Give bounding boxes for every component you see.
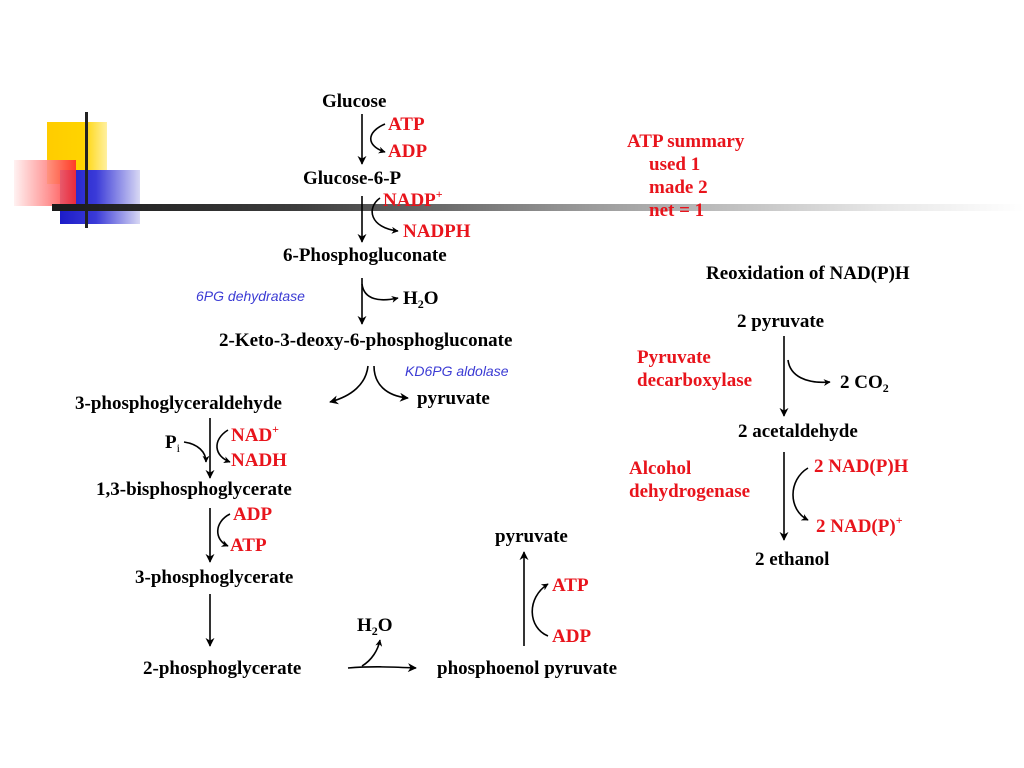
arrow-kdpg-g3p [329,365,369,405]
label-adp-2: ADP [233,504,273,525]
label-6-phosphogluconate: 6-Phosphogluconate [283,245,447,266]
decor-ornament [0,0,1024,240]
label-atp-2: ATP [230,535,267,556]
label-water-1: H2O [403,288,439,311]
label-2-pyruvate: 2 pyruvate [737,311,825,332]
decor-horizontal-line [52,204,1024,211]
label-nad-plus: NAD+ [231,422,280,446]
label-2-co2: 2 CO2 [840,372,889,395]
label-alcohol-dehydrogenase-line1: Alcohol [629,458,692,479]
label-1-3-bisphosphoglycerate: 1,3-bisphosphoglycerate [96,479,292,500]
label-2-nadph: 2 NAD(P)H [814,456,909,477]
label-2-nadp-plus: 2 NAD(P)+ [816,513,903,537]
label-adp-3: ADP [552,626,592,647]
curve-nad-nadh [216,429,231,464]
curve-nadp-nadph [371,197,399,234]
curve-adp-atp-2 [531,583,549,637]
label-adp-1: ADP [388,141,428,162]
curve-nadph-nadp [792,467,809,521]
label-2-ethanol: 2 ethanol [755,549,830,570]
label-enzyme-kd6pg-aldolase: KD6PG aldolase [405,363,509,379]
label-atp-1: ATP [388,114,425,135]
label-water-2: H2O [357,615,393,638]
label-enzyme-6pg-dehydratase: 6PG dehydratase [196,288,305,304]
label-nadh: NADH [231,450,287,471]
label-pi: Pi [165,432,180,455]
curve-atp-adp [369,123,386,154]
label-3-phosphoglycerate: 3-phosphoglycerate [135,567,294,588]
arrow-2pg-pep [347,663,417,673]
curve-adp-atp-1 [216,513,231,547]
label-pyruvate-decarboxylase-line1: Pyruvate [637,347,711,368]
atp-summary-made: made 2 [649,177,708,198]
label-pyruvate-decarboxylase-line2: decarboxylase [637,370,753,391]
curve-water-out-1 [361,283,399,303]
curve-pi-in [183,441,210,463]
label-atp-3: ATP [552,575,589,596]
label-kdpg: 2-Keto-3-deoxy-6-phosphogluconate [219,330,513,351]
atp-summary-used: used 1 [649,154,701,175]
label-glucose: Glucose [322,91,387,112]
label-pyruvate-2: pyruvate [495,526,568,547]
atp-summary-net: net = 1 [649,200,705,221]
decor-red-square [14,160,76,206]
label-2-phosphoglycerate: 2-phosphoglycerate [143,658,302,679]
curve-water-out-2 [361,639,383,667]
atp-summary-title: ATP summary [627,131,745,152]
label-nadph: NADPH [403,221,471,242]
label-pyruvate-1: pyruvate [417,388,490,409]
label-glucose-6-p: Glucose-6-P [303,168,402,189]
label-3-phosphoglyceraldehyde: 3-phosphoglyceraldehyde [75,393,282,414]
label-alcohol-dehydrogenase-line2: dehydrogenase [629,481,751,502]
arrow-kdpg-pyruvate [373,365,409,402]
label-nadp-plus: NADP+ [383,187,443,211]
curve-co2-out [787,359,831,387]
decor-vertical-line [85,112,88,228]
label-2-acetaldehyde: 2 acetaldehyde [738,421,858,442]
reoxidation-title: Reoxidation of NAD(P)H [706,263,910,284]
label-phosphoenol-pyruvate: phosphoenol pyruvate [437,658,618,679]
